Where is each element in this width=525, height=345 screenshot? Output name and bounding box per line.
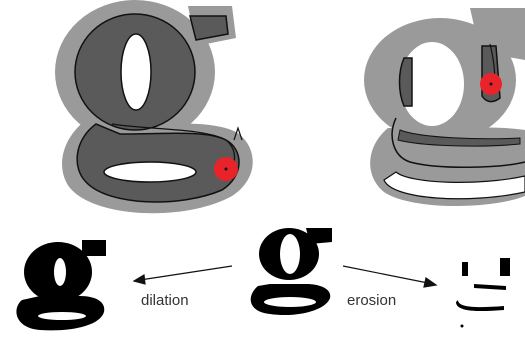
- erosion-structuring-element-center: [490, 83, 493, 86]
- dilation-arrow: [134, 266, 232, 284]
- erosion-inner-left-stroke: [400, 58, 413, 106]
- dilation-upper-counter: [121, 34, 151, 110]
- erosion-illustration: [364, 8, 525, 206]
- original-glyph: [251, 228, 332, 315]
- erosion-arrow: [343, 266, 436, 287]
- eroded-glyph: [456, 258, 510, 328]
- dilation-label: dilation: [141, 292, 189, 309]
- dilation-structuring-element-center: [225, 168, 228, 171]
- erosion-label: erosion: [347, 292, 396, 309]
- dilation-lower-counter: [104, 162, 196, 182]
- dilated-glyph: [16, 240, 106, 330]
- dilation-illustration: [55, 0, 253, 213]
